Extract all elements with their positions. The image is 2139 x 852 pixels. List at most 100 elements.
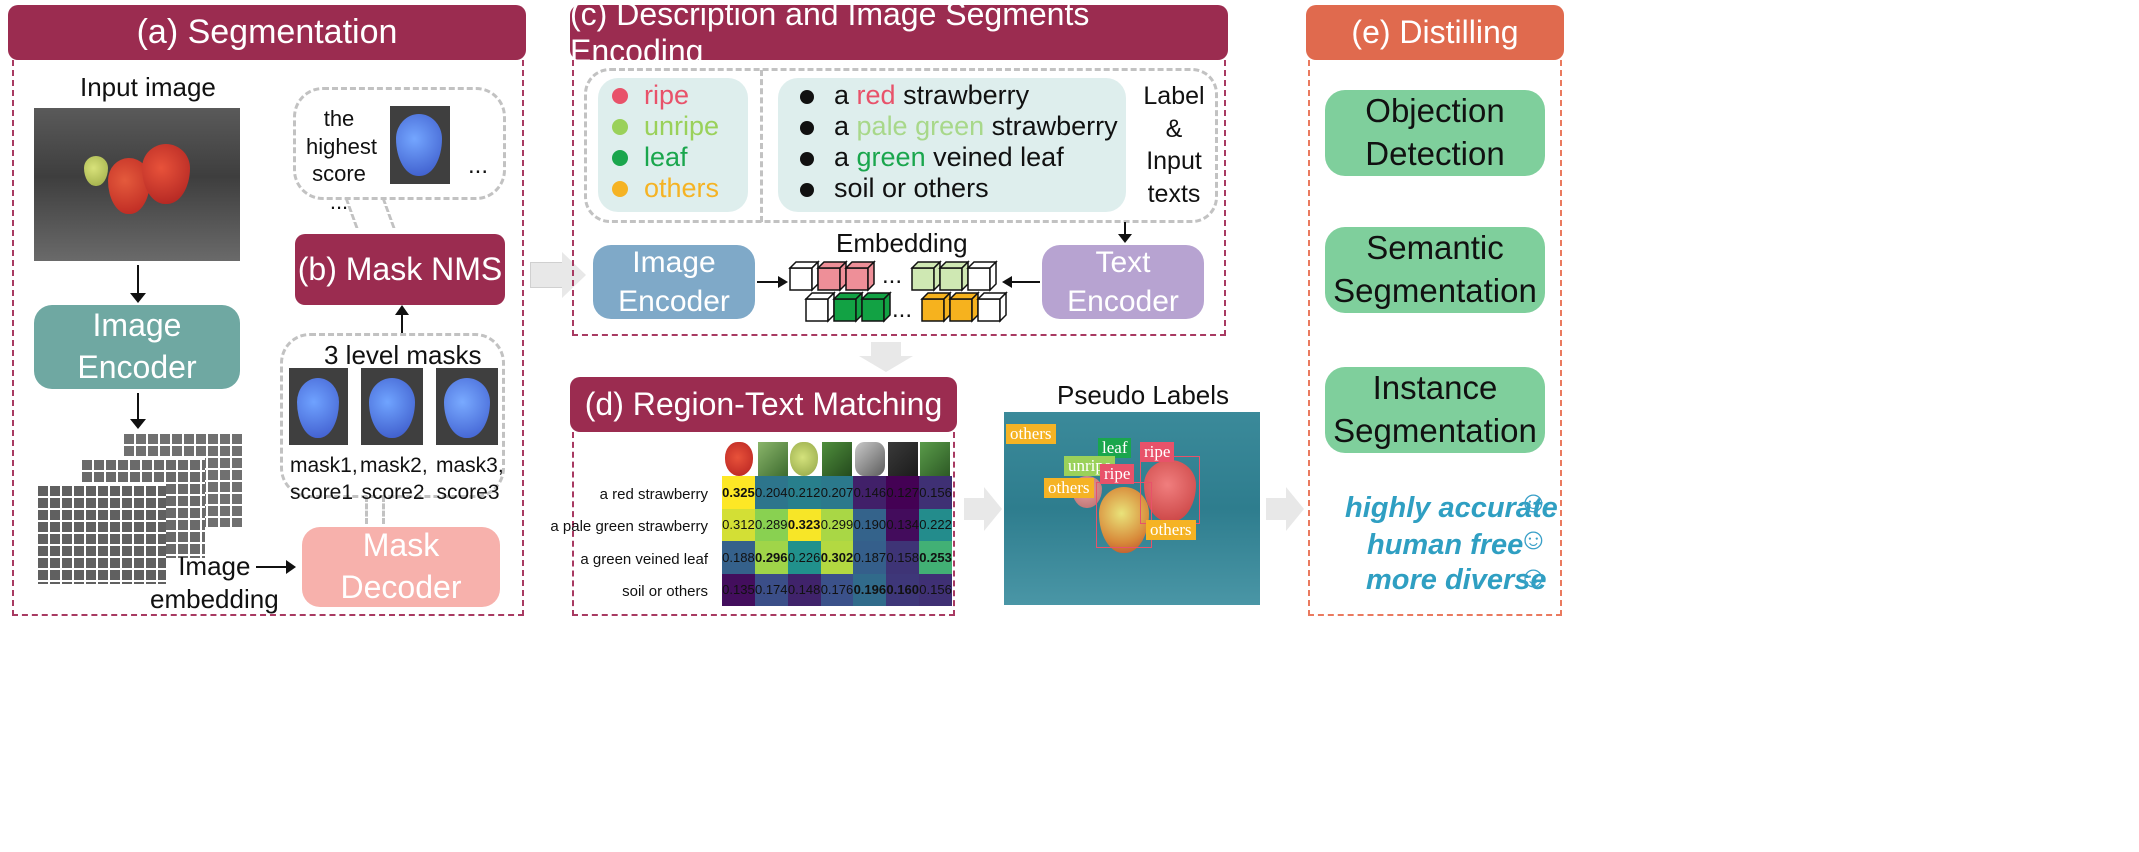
task-semantic-segmentation: Semantic Segmentation xyxy=(1325,227,1545,313)
mask-1-image xyxy=(289,368,348,445)
arrow-to-decoder xyxy=(256,566,288,568)
labels-divider xyxy=(760,70,763,222)
input-text-3: a green veined leaf xyxy=(800,142,1064,173)
labels-text-dashed-frame xyxy=(584,68,1218,223)
heatmap-cell: 0.196 xyxy=(853,573,887,606)
arrow-up-nms xyxy=(401,313,403,333)
image-encoder-a: Image Encoder xyxy=(34,305,240,389)
arrow-a-to-c xyxy=(530,262,564,288)
label-others-text: others xyxy=(644,173,720,203)
pseudo-label-image xyxy=(1004,412,1260,605)
region-thumb-5 xyxy=(855,442,885,476)
row-label-2: a pale green strawberry xyxy=(550,518,708,535)
pseudo-labels-title: Pseudo Labels xyxy=(1057,380,1230,410)
pseudo-box-others-1: others xyxy=(1006,424,1056,444)
region-thumb-1 xyxy=(725,442,753,476)
level-masks-label: 3 level masks xyxy=(324,340,482,370)
panel-d-frame xyxy=(572,432,955,616)
heatmap-cell: 0.323 xyxy=(787,508,821,541)
row-label-1: a red strawberry xyxy=(599,486,708,503)
heatmap-cell: 0.174 xyxy=(754,573,788,606)
pseudo-box-others-2: others xyxy=(1044,478,1094,498)
label-others: others xyxy=(612,173,719,204)
label-input-texts: Label & Input texts xyxy=(1143,82,1205,208)
heatmap-cell: 0.135 xyxy=(722,573,755,606)
heatmap-cell: 0.296 xyxy=(754,541,788,574)
input-image xyxy=(34,108,240,261)
bubble-tail-down xyxy=(365,496,385,524)
label-ripe: ripe xyxy=(612,80,689,111)
input-text-4: soil or others xyxy=(800,173,989,204)
arrow-down-1 xyxy=(137,265,139,297)
input-image-label: Input image xyxy=(80,72,216,102)
heatmap-cell: 0.160 xyxy=(886,573,920,606)
embedding-dots-1: ... xyxy=(882,262,903,289)
mask-3-image xyxy=(436,368,498,445)
mask-decoder: Mask Decoder xyxy=(302,527,500,607)
image-encoder-c: Image Encoder xyxy=(593,245,755,319)
heatmap-cell: 0.156 xyxy=(919,476,952,509)
label-ripe-text: ripe xyxy=(644,80,690,110)
benefit-more-diverse: more diverse xyxy=(1366,564,1547,596)
embedding-dots-2: ... xyxy=(892,296,913,323)
arrow-d-to-pseudo xyxy=(964,498,986,520)
heatmap-cell: 0.156 xyxy=(919,573,952,606)
row-label-3: a green veined leaf xyxy=(580,551,708,568)
label-leaf-text: leaf xyxy=(644,142,688,172)
pseudo-box-ripe-1: ripe xyxy=(1140,442,1175,462)
arrow-down-2 xyxy=(137,393,139,423)
embedding-label: Embedding xyxy=(836,228,968,258)
region-thumb-3 xyxy=(790,442,818,476)
heatmap-cell: 0.226 xyxy=(787,541,821,574)
level-masks-bubble xyxy=(280,333,505,498)
heatmap-cell: 0.253 xyxy=(919,541,952,574)
heatmap-cell: 0.134 xyxy=(886,508,920,541)
pseudo-box-others-3: others xyxy=(1146,520,1196,540)
heatmap-cell: 0.127 xyxy=(886,476,920,509)
heatmap-cell: 0.207 xyxy=(820,476,854,509)
region-thumb-2 xyxy=(758,442,788,476)
input-text-2: a pale green strawberry xyxy=(800,111,1118,142)
region-thumb-6 xyxy=(888,442,918,476)
heatmap-cell: 0.176 xyxy=(820,573,854,606)
heatmap-cell: 0.148 xyxy=(787,573,821,606)
mask-2-label: mask2, score2 xyxy=(360,454,428,505)
heatmap-cell: 0.302 xyxy=(820,541,854,574)
arrow-to-text-encoder xyxy=(1124,222,1126,236)
panel-a-header: (a) Segmentation xyxy=(8,5,526,60)
best-mask-image xyxy=(390,106,450,184)
bubble-ellipsis: ... xyxy=(468,152,489,179)
embedding-grid-1 xyxy=(36,484,166,584)
heatmap-cell: 0.146 xyxy=(853,476,887,509)
label-unripe: unripe xyxy=(612,111,719,142)
row-label-4: soil or others xyxy=(622,583,708,600)
mask-3-label: mask3, score3 xyxy=(436,454,504,505)
heatmap-cell: 0.158 xyxy=(886,541,920,574)
panel-e-frame xyxy=(1308,60,1562,616)
heatmap-cell: 0.212 xyxy=(787,476,821,509)
smile-icon-1: ☺ xyxy=(1518,486,1549,519)
input-texts-box xyxy=(778,78,1126,212)
panel-c-frame xyxy=(572,60,1226,336)
heatmap-cell: 0.312 xyxy=(722,508,755,541)
heatmap-cell: 0.289 xyxy=(754,508,788,541)
text-encoder: Text Encoder xyxy=(1042,245,1204,319)
heatmap-cell: 0.204 xyxy=(754,476,788,509)
heatmap-cell: 0.325 xyxy=(722,476,755,509)
heatmap-cell: 0.188 xyxy=(722,541,755,574)
task-object-detection: Objection Detection xyxy=(1325,90,1545,176)
region-thumb-7 xyxy=(920,442,950,476)
label-leaf: leaf xyxy=(612,142,688,173)
smile-icon-2: ☺ xyxy=(1518,523,1549,556)
panel-e-header: (e) Distilling xyxy=(1306,5,1564,60)
heatmap-cell: 0.222 xyxy=(919,508,952,541)
benefit-highly-accurate: highly accurate xyxy=(1345,492,1558,524)
pseudo-box-ripe-2: ripe xyxy=(1100,464,1135,484)
smile-icon-3: ☺ xyxy=(1518,561,1549,594)
task-instance-segmentation: Instance Segmentation xyxy=(1325,367,1545,453)
heatmap-cell: 0.187 xyxy=(853,541,887,574)
arrow-pseudo-to-e xyxy=(1266,498,1288,520)
arrow-c-to-d xyxy=(871,342,901,358)
heatmap-cell: 0.299 xyxy=(820,508,854,541)
